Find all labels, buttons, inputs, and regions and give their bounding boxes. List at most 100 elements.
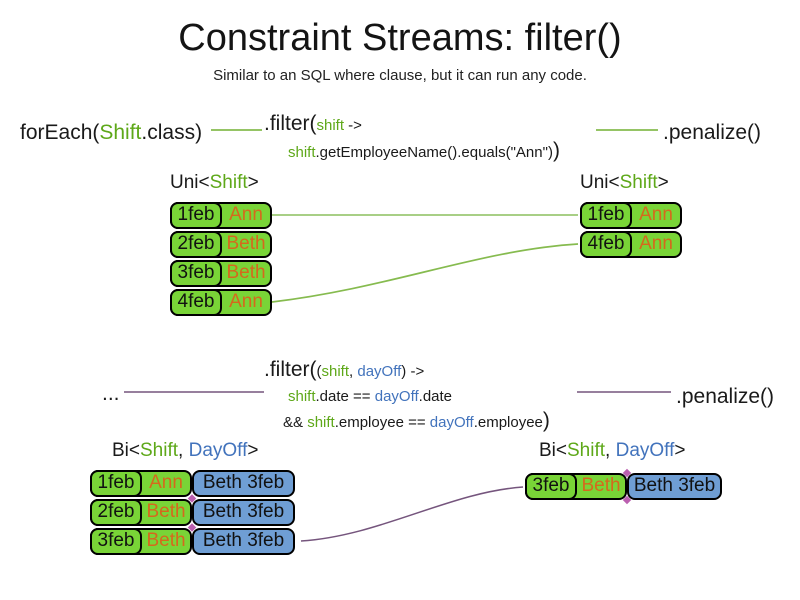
foreach-expression: forEach(Shift.class) [20,119,202,146]
employee-cell: Ann [639,233,673,254]
code-token: .date [418,388,453,405]
label-token: , [605,440,616,461]
table-row: 4feb Ann [170,289,272,316]
table-row: 1feb Ann [170,202,272,229]
code-token-shift-class: Shift [99,121,142,144]
date-cell: 1feb [90,470,142,497]
code-token: && [283,414,308,431]
code-token: .filter( [264,112,317,135]
label-token: Uni< [580,172,620,193]
filter2-line3: && shift.employee == dayOff.employee) [283,409,550,435]
date-cell: 3feb [170,260,222,287]
dayoff-cell: Beth 3feb [627,473,722,500]
date-cell: 1feb [170,202,222,229]
employee-cell: Ann [229,204,263,225]
code-token-dayoff-param: dayOff [429,414,474,431]
code-token: ) -> [401,363,425,380]
code-token-dayoff-param: dayOff [374,388,419,405]
uni-shift-label-right: Uni<Shift> [580,171,669,195]
bi-shift-dayoff-label-right: Bi<Shift, DayOff> [539,439,685,463]
label-token: Bi< [539,440,567,461]
stream-source-ellipsis: ... [102,382,120,405]
table-row: 1feb Ann Beth 3feb [90,470,295,497]
date-cell: 2feb [90,499,142,526]
uni-shift-label-left: Uni<Shift> [170,171,259,195]
code-token: -> [344,117,362,134]
employee-cell: Ann [229,291,263,312]
employee-cell: Beth [226,233,266,254]
code-token-close-paren: ) [542,409,550,432]
code-token-shift-param: shift [321,363,350,380]
date-cell: 3feb [525,473,577,500]
code-token-dayoff-param: dayOff [357,363,402,380]
label-token: , [178,440,189,461]
bi-shift-dayoff-label-left: Bi<Shift, DayOff> [112,439,258,463]
shift-cell-group: 1feb Ann [170,202,272,229]
code-token: .date == [315,388,375,405]
employee-cell: Beth [146,530,186,551]
code-token-shift-param: shift [288,388,316,405]
dayoff-cell: Beth 3feb [192,499,295,526]
label-token-shift: Shift [209,172,248,193]
shift-cell-group: 1feb Ann [580,202,682,229]
filter1-line1: .filter(shift -> [264,110,560,139]
code-token: .filter( [264,358,317,381]
label-token: > [674,440,686,461]
code-token: .employee [473,414,543,431]
label-token: Bi< [112,440,140,461]
code-token: .employee == [334,414,430,431]
filter-expression-1: .filter(shift -> shift .getEmployeeName()… [264,110,560,165]
code-token: .class) [141,121,203,144]
label-token-shift: Shift [140,440,179,461]
label-token-dayoff: DayOff [188,440,248,461]
employee-cell: Beth [581,475,621,496]
date-cell: 1feb [580,202,632,229]
label-token-shift: Shift [619,172,658,193]
code-token-close-paren: ) [552,139,560,162]
page-title: Constraint Streams: filter() [178,17,622,59]
date-cell: 4feb [170,289,222,316]
filter2-line2: shift.date == dayOff.date [288,385,550,409]
code-token-shift-param: shift [307,414,335,431]
dayoff-cell: Beth 3feb [192,470,295,497]
table-row: 1feb Ann [580,202,682,229]
dayoff-cell: Beth 3feb [192,528,295,555]
employee-cell: Ann [639,204,673,225]
label-token-shift: Shift [567,440,606,461]
label-token: > [657,172,669,193]
table-row: 4feb Ann [580,231,682,258]
filter2-line1: .filter((shift, dayOff) -> [264,356,550,385]
code-token: forEach( [20,121,100,144]
code-token: , [349,363,358,380]
code-token-shift-param: shift [316,117,345,134]
employee-cell: Beth [226,262,266,283]
penalize-expression-2: .penalize() [676,385,775,408]
code-token: .getEmployeeName().equals("Ann") [315,144,553,161]
connector-row-3feb-pair [300,486,524,542]
date-cell: 2feb [170,231,222,258]
code-token: ( [316,363,322,380]
label-token: > [247,172,259,193]
date-cell: 3feb [90,528,142,555]
filter-expression-2: .filter((shift, dayOff) -> shift.date ==… [264,356,550,435]
employee-cell: Beth [146,501,186,522]
penalize-expression-1: .penalize() [663,121,762,144]
date-cell: 4feb [580,231,632,258]
label-token: Uni< [170,172,210,193]
employee-cell: Ann [149,472,183,493]
